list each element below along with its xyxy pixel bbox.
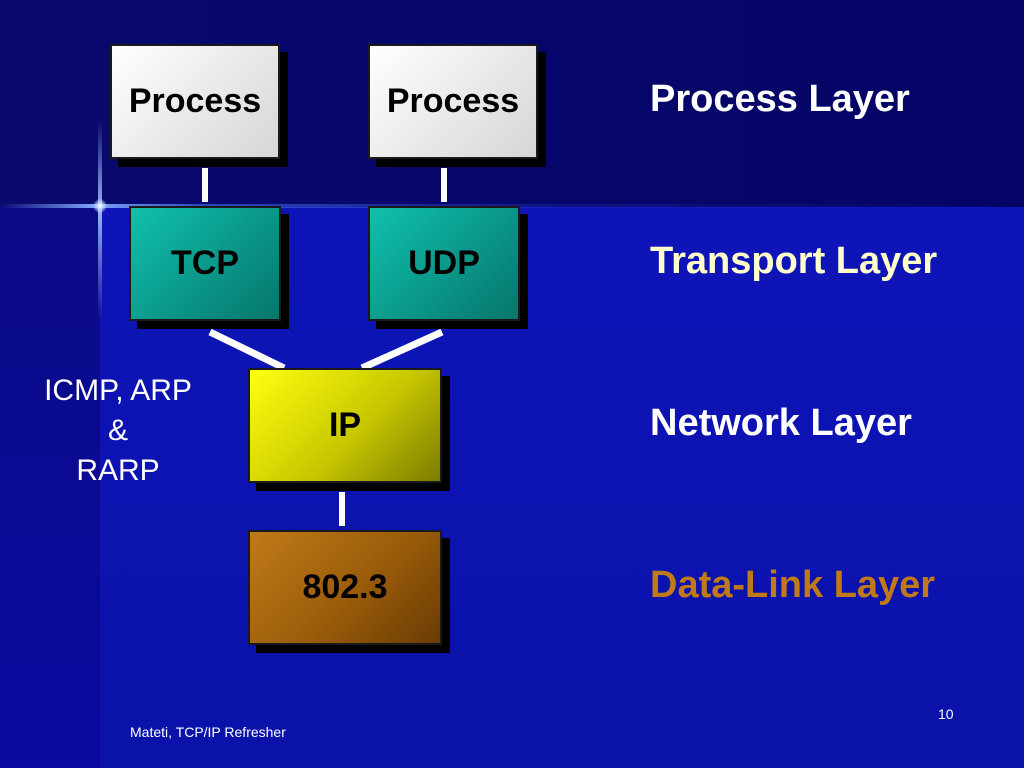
transport-layer-label: Transport Layer — [650, 240, 938, 282]
process-layer-label: Process Layer — [650, 78, 910, 120]
connector-udp-ip — [360, 328, 444, 372]
side-note-line-2: & — [107, 414, 128, 447]
background-left-band — [0, 207, 100, 768]
tcp-box: TCP — [129, 206, 281, 321]
side-note-line-3: RARP — [76, 454, 160, 487]
tcp-box-label: TCP — [171, 244, 239, 282]
process-box-right-label: Process — [386, 82, 520, 120]
network-layer-label: Network Layer — [650, 402, 912, 444]
datalink-box: 802.3 — [248, 530, 442, 645]
ip-box: IP — [248, 368, 442, 483]
slide-page-number: 10 — [938, 706, 954, 722]
slide-footer: Mateti, TCP/IP Refresher — [130, 724, 286, 740]
side-note-line-1: ICMP, ARP — [44, 374, 192, 407]
datalink-layer-label: Data-Link Layer — [650, 564, 936, 606]
process-box-left: Process — [110, 44, 280, 159]
datalink-box-label: 802.3 — [302, 568, 388, 606]
ip-box-label: IP — [328, 406, 362, 444]
light-flare-icon — [93, 199, 107, 213]
connector-tcp-ip — [208, 328, 286, 372]
vertical-light-streak — [98, 120, 102, 320]
process-box-right: Process — [368, 44, 538, 159]
process-box-left-label: Process — [128, 82, 262, 120]
udp-box-label: UDP — [408, 244, 480, 282]
udp-box: UDP — [368, 206, 520, 321]
icmp-arp-rarp-note: ICMP, ARP & RARP — [20, 371, 216, 491]
